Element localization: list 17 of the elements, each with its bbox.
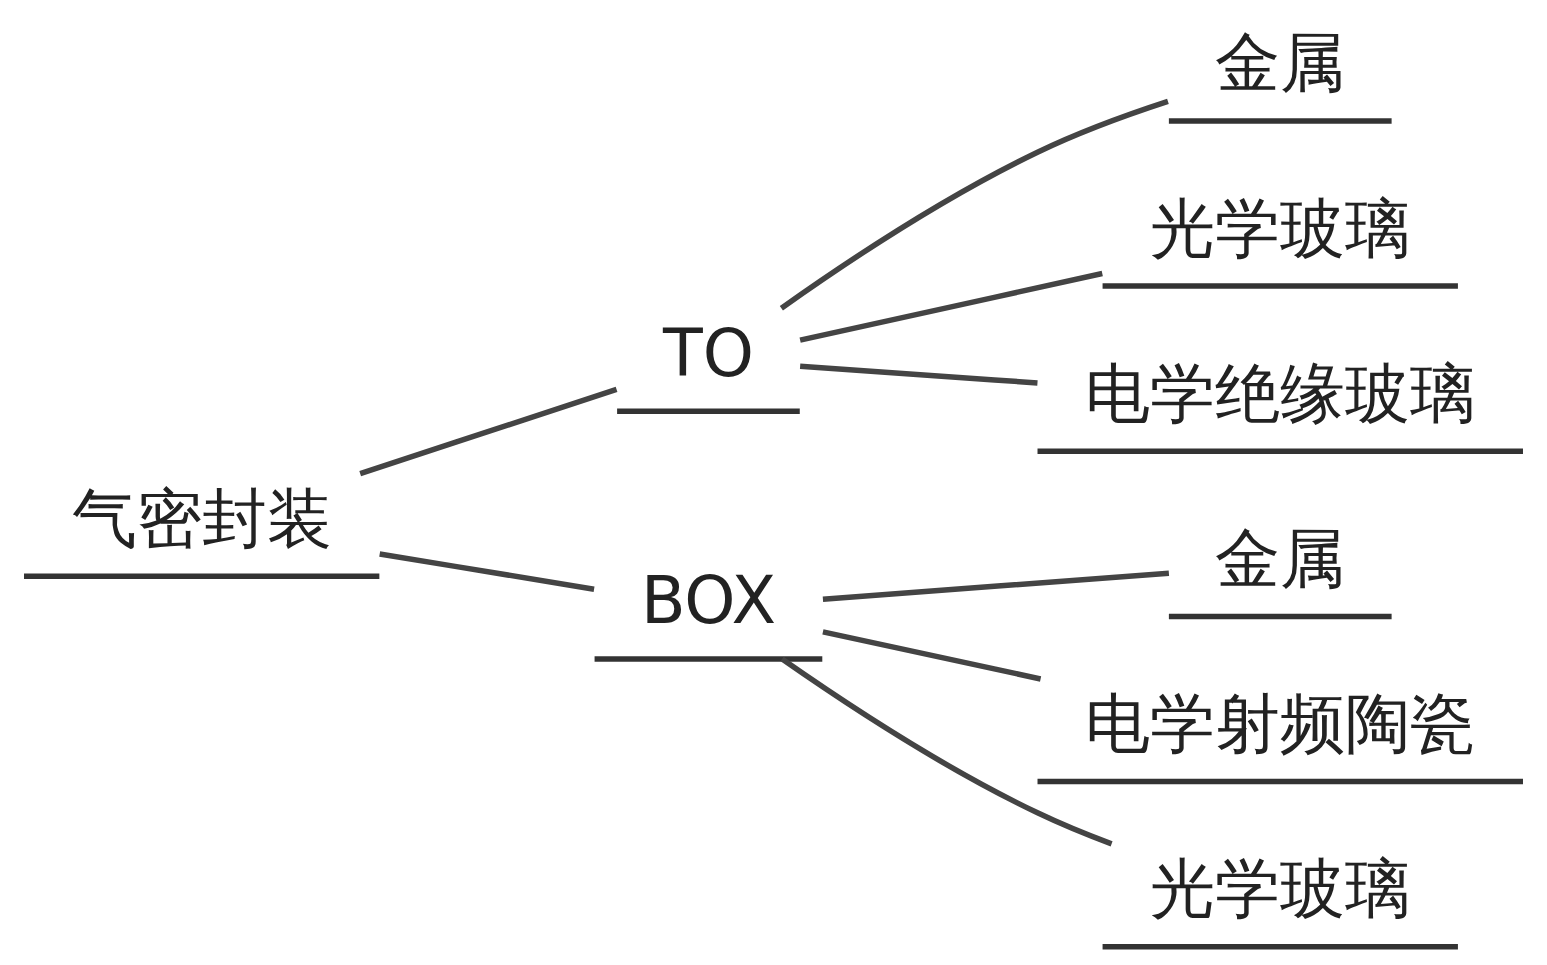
node-text: TO: [662, 315, 754, 391]
connector: [799, 270, 1103, 343]
node-text: 金属: [1215, 25, 1346, 101]
connector: [379, 551, 595, 592]
connector: [822, 570, 1170, 602]
node-text: 光学玻璃: [1150, 851, 1411, 927]
node-text: 金属: [1215, 520, 1346, 596]
node-text: BOX: [640, 563, 776, 639]
connector: [799, 363, 1038, 386]
node-text: 电学绝缘玻璃: [1085, 355, 1476, 431]
node-text: 光学玻璃: [1150, 190, 1411, 266]
connector: [822, 629, 1042, 682]
node-text: 电学射频陶瓷: [1085, 686, 1476, 762]
node-text: 气密封装: [71, 480, 332, 556]
connector: [359, 386, 618, 477]
connector: [779, 98, 1169, 311]
connector: [780, 656, 1113, 847]
